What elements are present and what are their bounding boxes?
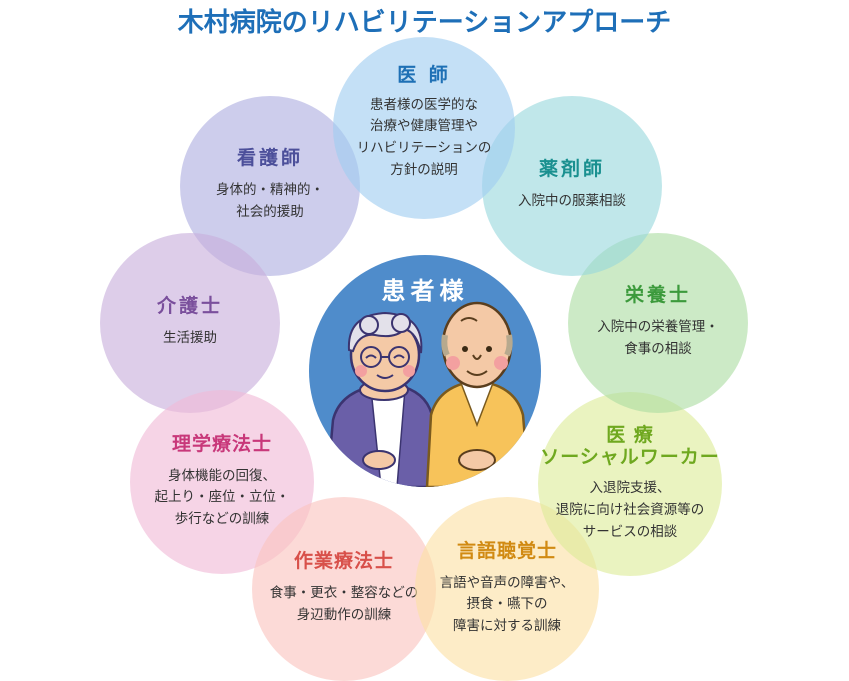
- role-description: 生活援助: [163, 330, 217, 347]
- role-description: 言語や音声の障害や、 摂食・嚥下の 障害に対する訓練: [439, 574, 575, 634]
- role-name: 理学療法士: [171, 432, 272, 455]
- role-name: 医 療 ソーシャルワーカー: [540, 423, 720, 468]
- role-name: 言語聴覚士: [456, 539, 557, 562]
- role-circle-medical-social-worker: 医 療 ソーシャルワーカー 入退院支援、 退院に向け社会資源等の サービスの相談: [538, 392, 722, 576]
- page-title: 木村病院のリハビリテーションアプローチ: [177, 8, 672, 38]
- patient-label: 患者様: [381, 277, 469, 305]
- role-description: 入退院支援、 退院に向け社会資源等の サービスの相談: [555, 480, 705, 540]
- role-circle-speech-therapist: 言語聴覚士 言語や音声の障害や、 摂食・嚥下の 障害に対する訓練: [415, 497, 599, 681]
- role-name: 介護士: [156, 295, 223, 318]
- role-circle-care-worker: 介護士 生活援助: [100, 233, 280, 413]
- role-description: 身体機能の回復、 起上り・座位・立位・ 歩行などの訓練: [154, 467, 290, 527]
- role-circle-doctor: 医 師 患者様の医学的な 治療や健康管理や リハビリテーションの 方針の説明: [333, 37, 515, 219]
- role-name: 看護師: [236, 147, 303, 170]
- elderly-couple-illustration: [325, 301, 531, 487]
- role-name: 作業療法士: [293, 550, 394, 573]
- elderly-man-figure: [425, 301, 531, 487]
- patient-circle: 患者様: [309, 255, 541, 487]
- role-description: 食事・更衣・整容などの 身辺動作の訓練: [269, 585, 419, 623]
- role-name: 薬剤師: [538, 158, 605, 181]
- role-name: 栄養士: [624, 284, 691, 307]
- role-description: 身体的・精神的・ 社会的援助: [216, 182, 324, 220]
- role-name: 医 師: [397, 64, 451, 86]
- role-circle-occupational-therapist: 作業療法士 食事・更衣・整容などの 身辺動作の訓練: [252, 497, 436, 681]
- elderly-woman-figure: [325, 311, 439, 487]
- role-circle-physical-therapist: 理学療法士 身体機能の回復、 起上り・座位・立位・ 歩行などの訓練: [130, 390, 314, 574]
- role-description: 入院中の栄養管理・ 食事の相談: [597, 319, 719, 357]
- role-description: 入院中の服薬相談: [518, 193, 626, 210]
- role-description: 患者様の医学的な 治療や健康管理や リハビリテーションの 方針の説明: [356, 96, 492, 178]
